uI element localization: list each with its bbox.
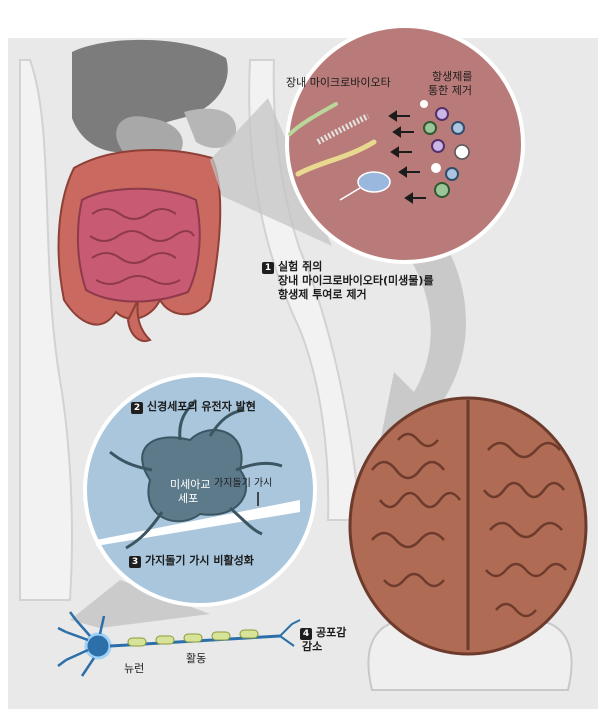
- step-2-badge: 2: [131, 402, 143, 414]
- dendrite-band: [96, 500, 300, 546]
- bacterium-yellow: [295, 139, 377, 177]
- microglia-label-line1: 미세아교: [170, 478, 211, 491]
- step-2-label: 신경세포의 유전자 발현: [147, 400, 256, 413]
- bacterium-blue: [339, 171, 391, 201]
- step-4-line2: 감소: [302, 640, 323, 653]
- gut-microbiota-circle: [285, 24, 525, 264]
- bacterium-spiral: [316, 113, 370, 145]
- neuron-strip: [57, 611, 301, 677]
- dendritic-spine-label: 가지돌기 가시: [214, 478, 273, 489]
- step-1-line2: 장내 마이크로바이오타(미생물)를: [278, 274, 434, 287]
- antibiotic-label-line1: 항생제를: [432, 70, 473, 83]
- neuron-zoom-cone: [70, 580, 210, 628]
- brain-illustration: [348, 396, 588, 691]
- microbiota-title: 장내 마이크로바이오타: [286, 76, 391, 89]
- microglia-label-line2: 세포: [178, 492, 199, 505]
- gut-to-brain-arrow: [378, 230, 466, 452]
- bacterium-green: [288, 102, 338, 136]
- antibiotic-particles: [420, 100, 470, 198]
- neuron-detail-circle: [83, 373, 317, 607]
- step-1-badge: 1: [262, 262, 274, 274]
- step-1-line1: 실험 쥐의: [278, 260, 323, 273]
- microglia-processes: [109, 398, 283, 550]
- myelin-segments: [127, 629, 259, 647]
- zoom-cone: [210, 98, 332, 246]
- activity-label: 활동: [186, 652, 207, 665]
- step-4-line1: 공포감: [316, 626, 347, 639]
- antibiotic-label-line2: 통한 제거: [428, 84, 472, 97]
- step-1-line3: 항생제 투여로 제거: [278, 288, 367, 301]
- step-3-badge: 3: [129, 556, 141, 568]
- large-intestine: [57, 149, 222, 342]
- removal-arrows: [388, 110, 426, 204]
- neuron-label: 뉴런: [124, 662, 145, 675]
- step-3-label: 가지돌기 가시 비활성화: [145, 554, 254, 567]
- step-4-badge: 4: [300, 628, 312, 640]
